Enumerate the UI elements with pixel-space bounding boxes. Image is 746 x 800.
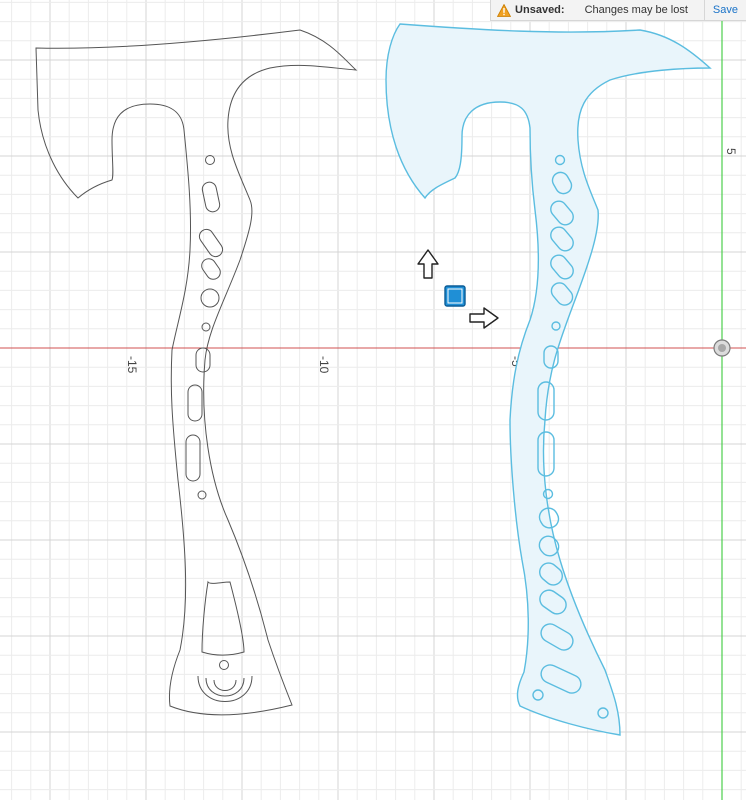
unsaved-label: Unsaved: <box>515 4 565 16</box>
x-axis-tick-label: -5 <box>509 356 523 367</box>
unsaved-status: Unsaved: <box>491 3 571 17</box>
save-status-bar: Unsaved: Changes may be lost Save <box>490 0 746 21</box>
arrow-up-icon[interactable] <box>417 249 439 279</box>
warning-triangle-icon <box>497 3 512 17</box>
arrow-right-icon[interactable] <box>469 307 499 329</box>
free-move-handle[interactable] <box>444 285 466 307</box>
tomahawk-sketch-left[interactable] <box>35 29 358 716</box>
origin-point-icon[interactable] <box>713 339 731 357</box>
move-manipulator[interactable] <box>417 249 499 329</box>
tomahawk-profile-selected[interactable] <box>385 23 712 736</box>
unsaved-message: Changes may be lost <box>584 4 688 16</box>
save-button[interactable]: Save <box>703 0 746 20</box>
x-axis-tick-label: -15 <box>125 356 139 374</box>
y-axis-tick-label: 5 <box>724 148 738 155</box>
x-axis-tick-label: -10 <box>317 356 331 374</box>
